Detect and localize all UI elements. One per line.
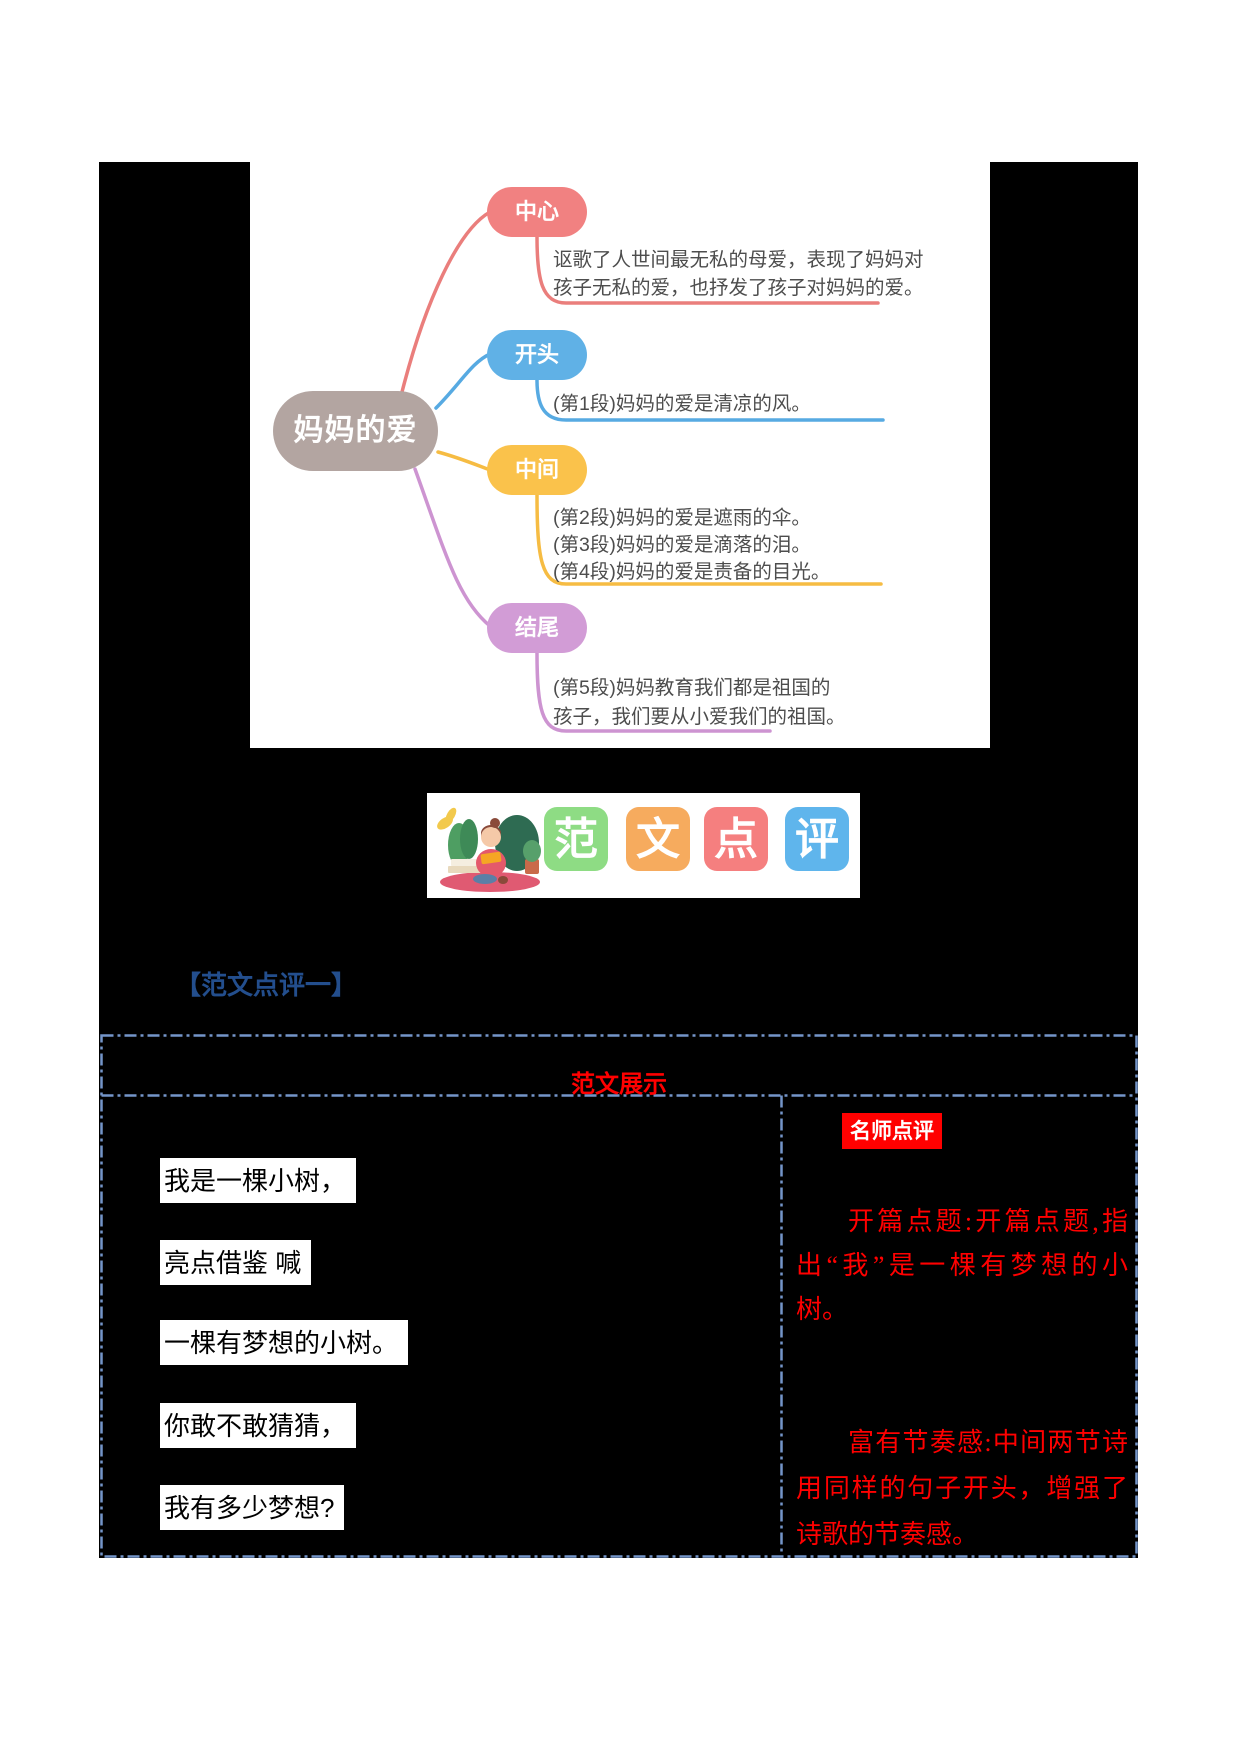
table-header-essay-display: 范文展示 bbox=[571, 1071, 667, 1098]
mindmap-node-center: 中心 bbox=[487, 187, 587, 237]
mindmap-node-middle: 中间 bbox=[487, 445, 587, 495]
poem-line: 亮点借鉴 喊 bbox=[160, 1240, 312, 1285]
note-line: 孩子无私的爱，也抒发了孩子对妈妈的爱。 bbox=[553, 277, 924, 299]
banner-tile-ping: 评 bbox=[785, 807, 849, 871]
section-banner: 范 文 点 评 bbox=[427, 793, 860, 898]
teacher-comment-2: 富有节奏感:中间两节诗用同样的句子开头，增强了诗歌的节奏感。 bbox=[796, 1428, 1128, 1549]
poem-line: 我有多少梦想? bbox=[160, 1485, 345, 1530]
table-borders bbox=[100, 1034, 1138, 1558]
note-line: 讴歌了人世间最无私的母爱，表现了妈妈对 bbox=[553, 249, 924, 271]
note-line: (第2段)妈妈的爱是遮雨的伞。 bbox=[553, 507, 811, 529]
mindmap-root-node: 妈妈的爱 bbox=[273, 391, 438, 471]
poem-line: 一棵有梦想的小树。 bbox=[160, 1320, 409, 1365]
note-line: 孩子，我们要从小爱我们的祖国。 bbox=[553, 706, 846, 728]
mindmap-node-opening: 开头 bbox=[487, 330, 587, 380]
mindmap-note-center: 讴歌了人世间最无私的母爱，表现了妈妈对 孩子无私的爱，也抒发了孩子对妈妈的爱。 bbox=[553, 246, 924, 302]
reading-girl-illustration bbox=[437, 807, 541, 892]
note-line: (第1段)妈妈的爱是清凉的风。 bbox=[553, 393, 811, 415]
poem-line: 你敢不敢猜猜， bbox=[160, 1403, 357, 1448]
mindmap-node-ending: 结尾 bbox=[487, 603, 587, 653]
section-title: 【范文点评一】 bbox=[175, 970, 358, 1000]
teacher-comment-1: 开篇点题:开篇点题,指出“我”是一棵有梦想的小树。 bbox=[796, 1207, 1128, 1324]
note-line: (第5段)妈妈教育我们都是祖国的 bbox=[553, 677, 831, 699]
mindmap-note-ending: (第5段)妈妈教育我们都是祖国的 孩子，我们要从小爱我们的祖国。 bbox=[553, 674, 846, 732]
banner-tile-fan: 范 bbox=[544, 807, 608, 871]
teacher-comment-badge: 名师点评 bbox=[842, 1113, 942, 1149]
mindmap-note-opening: (第1段)妈妈的爱是清凉的风。 bbox=[553, 390, 811, 418]
mindmap-panel: 妈妈的爱 中心 开头 中间 结尾 讴歌了人世间最无私的母爱，表现了妈妈对 孩子无… bbox=[250, 162, 990, 748]
mindmap-connector-lines bbox=[400, 210, 885, 733]
banner-tile-dian: 点 bbox=[704, 807, 768, 871]
note-line: (第3段)妈妈的爱是滴落的泪。 bbox=[553, 534, 811, 556]
banner-tile-wen: 文 bbox=[626, 807, 690, 871]
mindmap-note-middle: (第2段)妈妈的爱是遮雨的伞。 (第3段)妈妈的爱是滴落的泪。 (第4段)妈妈的… bbox=[553, 505, 830, 586]
poem-line: 我是一棵小树， bbox=[160, 1158, 357, 1203]
note-line: (第4段)妈妈的爱是责备的目光。 bbox=[553, 561, 831, 583]
review-table: 范文展示 我是一棵小树， 亮点借鉴 喊 一棵有梦想的小树。 你敢不敢猜猜， 我有… bbox=[100, 1034, 1138, 1558]
